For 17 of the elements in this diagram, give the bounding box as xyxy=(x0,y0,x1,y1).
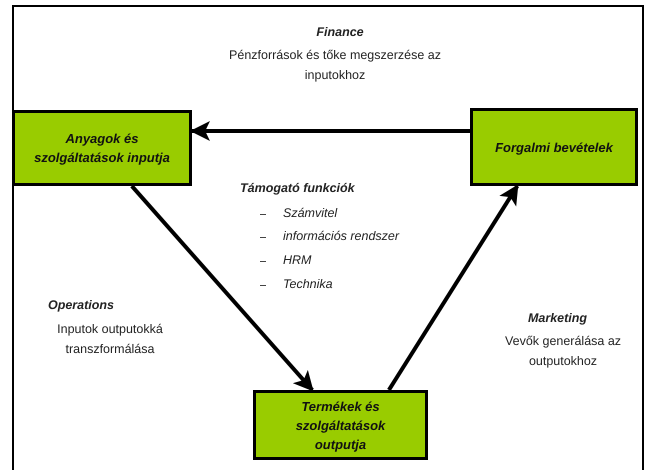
list-item: Számvitel xyxy=(283,205,338,222)
arrow xyxy=(387,184,519,392)
description-text: Vevők generálása az outputokhoz xyxy=(504,333,622,370)
list-item: Technika xyxy=(283,276,334,293)
heading-text: Marketing xyxy=(528,310,588,327)
arrow xyxy=(190,121,470,141)
process-box: Anyagok és szolgáltatások inputja xyxy=(12,110,192,186)
heading-text: Támogató funkciók xyxy=(240,180,356,197)
arrow xyxy=(130,184,314,392)
heading-text: Finance xyxy=(315,24,365,41)
list-item: információs rendszer xyxy=(283,228,400,245)
description-text: Inputok outputokká transzformálása xyxy=(56,321,164,358)
heading-text: Operations xyxy=(48,297,115,314)
list-item: HRM xyxy=(283,252,312,269)
description-text: Pénzforrások és tőke megszerzése az inputokhoz xyxy=(228,47,442,84)
process-box: Termékek és szolgáltatások outputja xyxy=(253,390,428,460)
process-box: Forgalmi bevételek xyxy=(470,108,638,186)
